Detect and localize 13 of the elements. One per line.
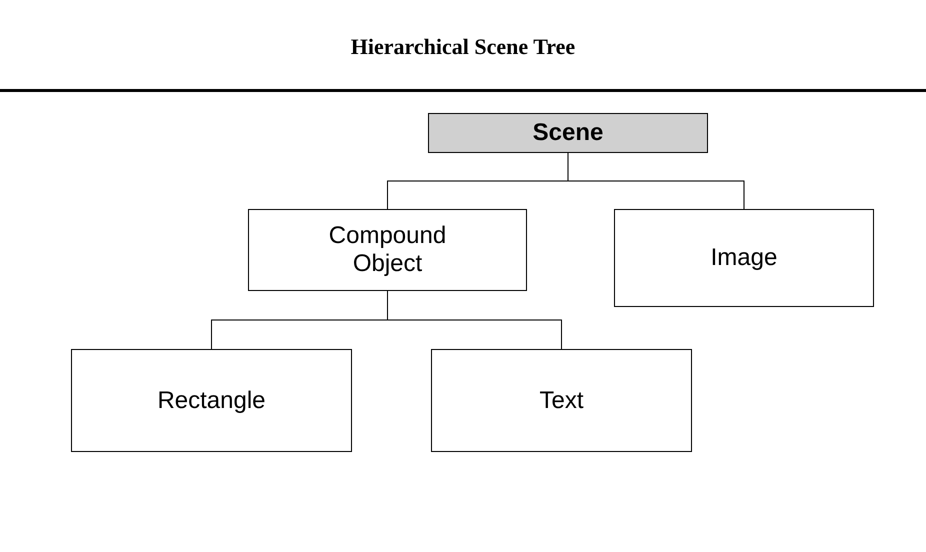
diagram-title: Hierarchical Scene Tree bbox=[350, 34, 576, 60]
root-box bbox=[428, 113, 708, 153]
class-box bbox=[71, 349, 352, 452]
class-box bbox=[614, 209, 874, 307]
tree-connector bbox=[568, 152, 744, 210]
tree-connector bbox=[387, 290, 562, 350]
node-label: Rectangle bbox=[157, 386, 266, 414]
node-label: Image bbox=[710, 244, 778, 272]
node-label: Compound Object bbox=[328, 222, 448, 278]
node-label: Scene bbox=[532, 119, 604, 147]
class-box bbox=[431, 349, 692, 452]
node-label: Text bbox=[539, 386, 584, 414]
class-box bbox=[248, 209, 527, 291]
